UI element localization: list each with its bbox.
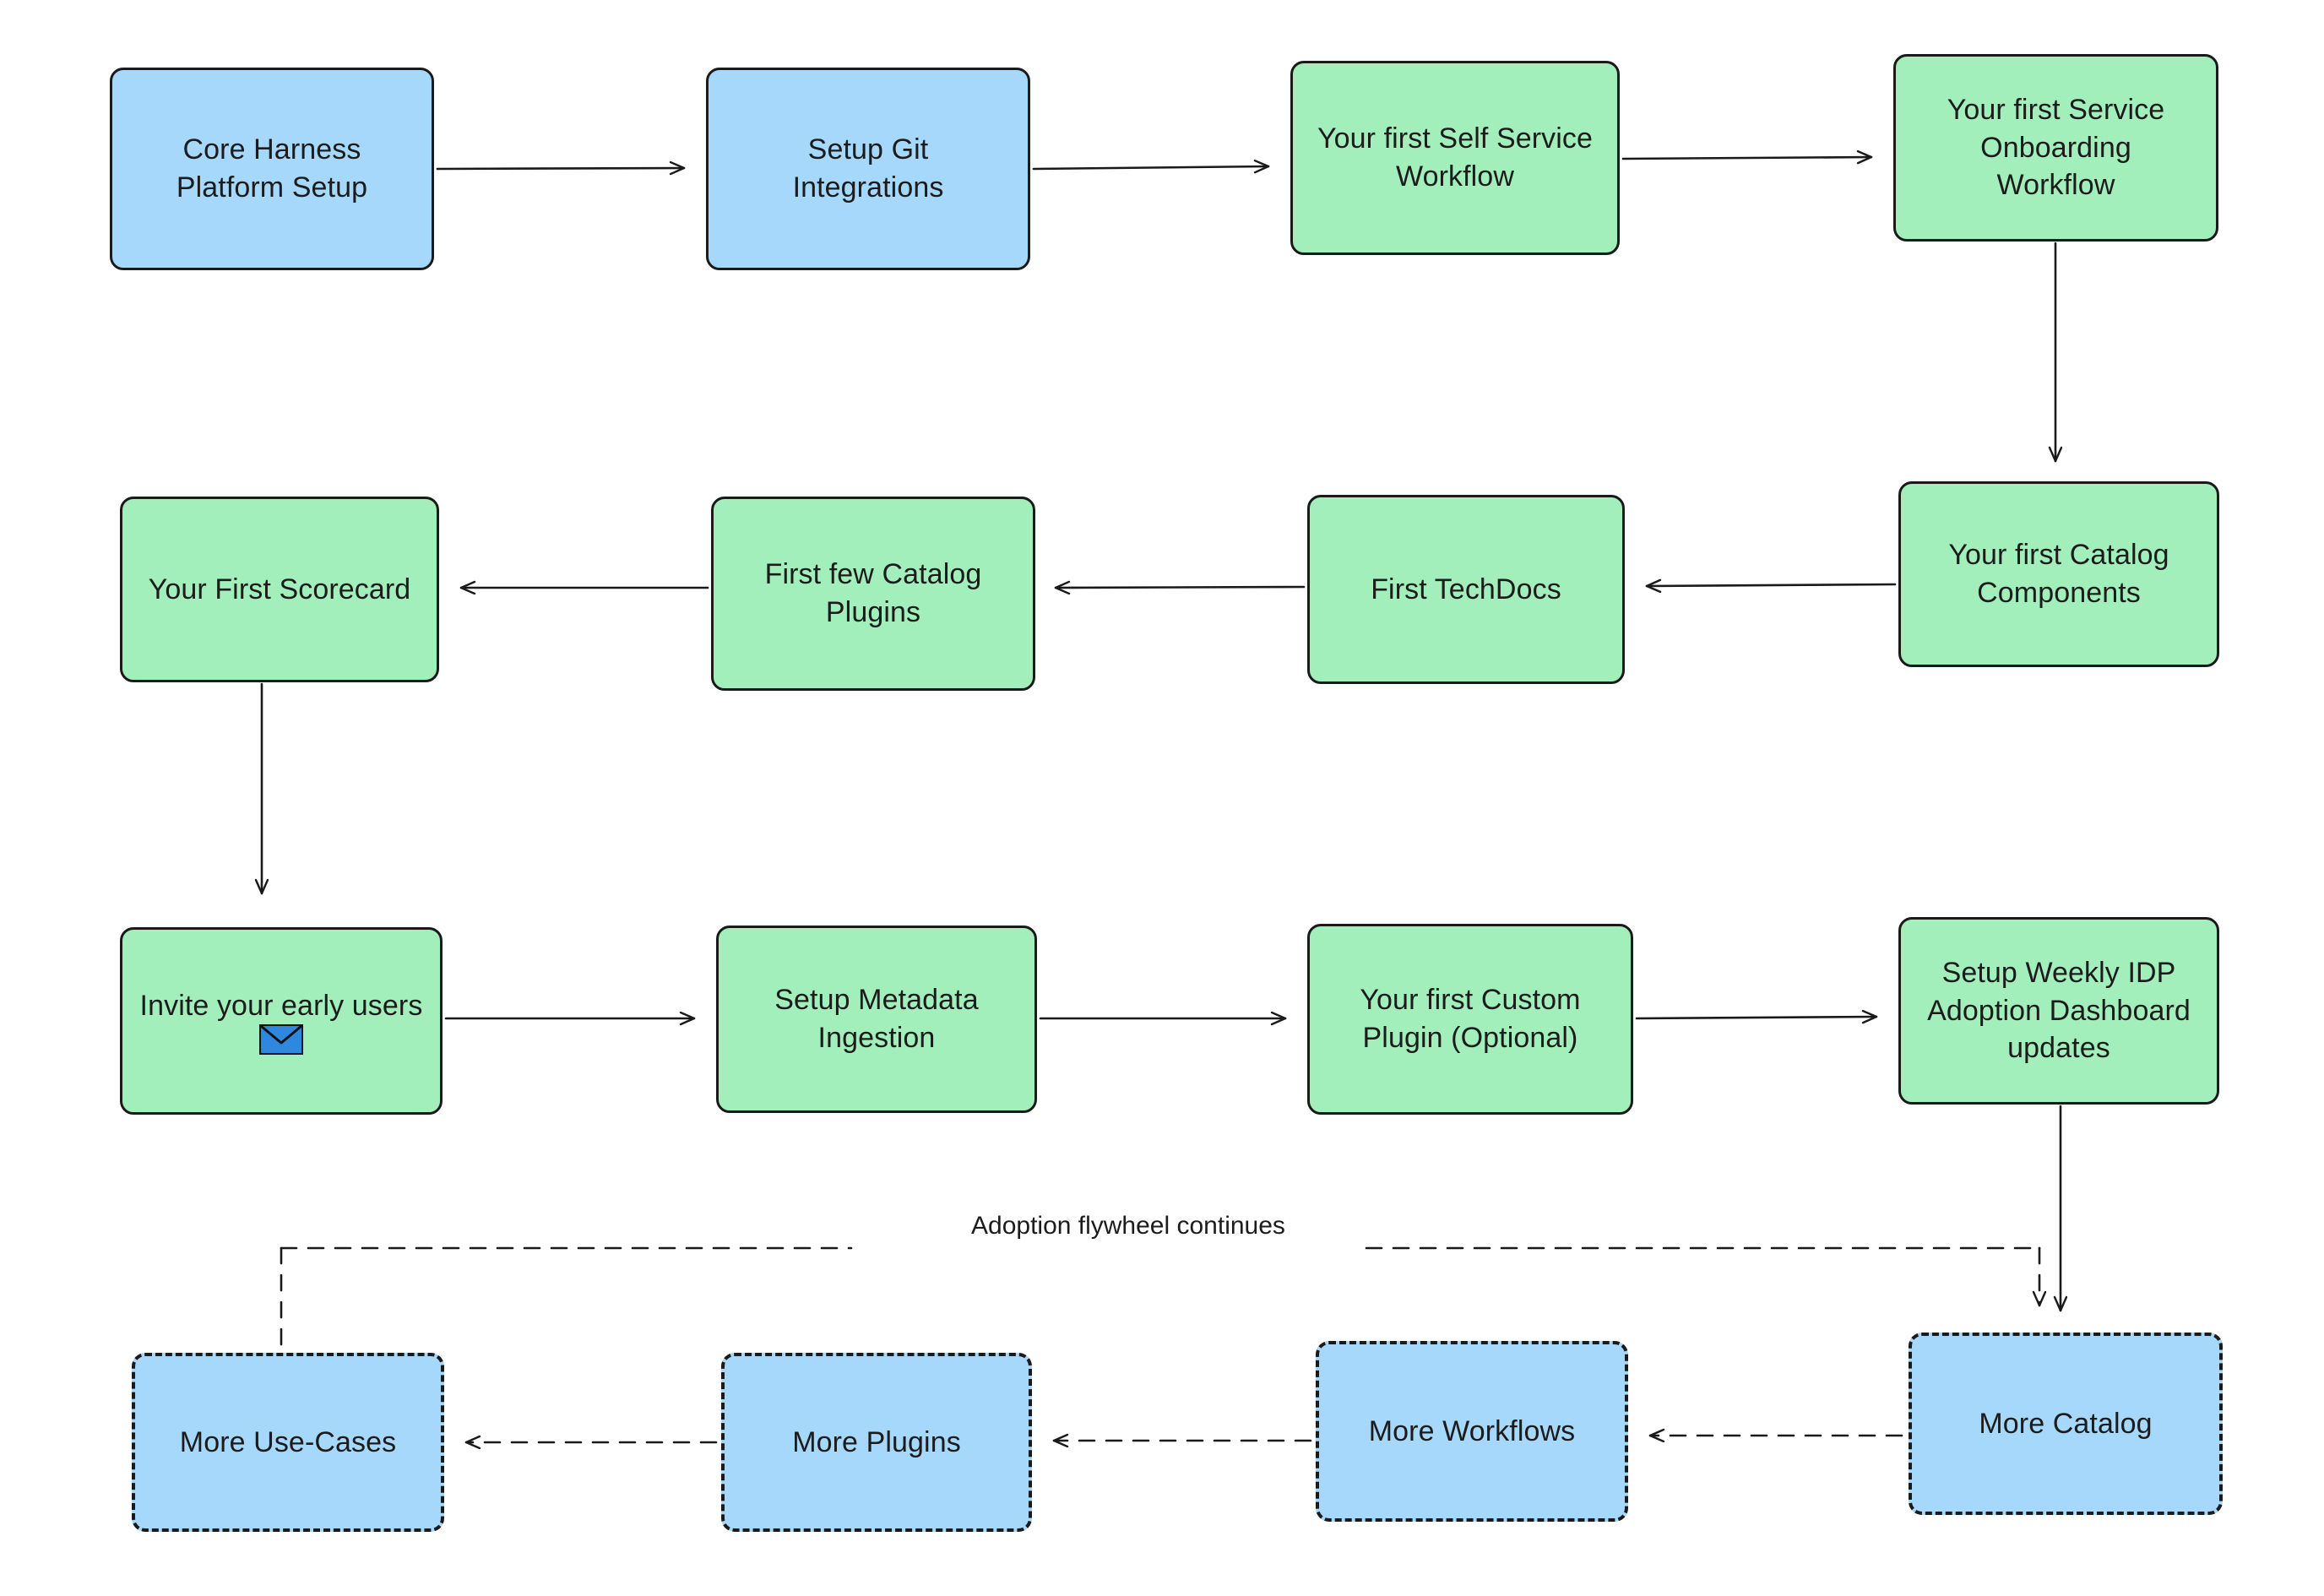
node-label: More Workflows (1368, 1414, 1576, 1447)
node-label: Your first Self Service Workflow (1317, 122, 1594, 193)
node-setup-metadata-ingestion[interactable]: Setup Metadata Ingestion (716, 926, 1037, 1113)
node-label: Invite your early users (139, 989, 423, 1022)
node-label: Setup Weekly IDP Adoption Dashboard upda… (1927, 956, 2191, 1065)
node-setup-weekly-idp-adoption-dashboard-updates[interactable]: Setup Weekly IDP Adoption Dashboard upda… (1898, 917, 2219, 1105)
node-setup-git-integrations[interactable]: Setup Git Integrations (706, 68, 1030, 270)
node-core-harness-platform-setup[interactable]: Core Harness Platform Setup (110, 68, 434, 270)
node-your-first-service-onboarding-workflow[interactable]: Your first Service Onboarding Workflow (1893, 54, 2218, 242)
node-first-few-catalog-plugins[interactable]: First few Catalog Plugins (711, 497, 1035, 691)
node-your-first-scorecard[interactable]: Your First Scorecard (120, 497, 439, 682)
node-label: Setup Metadata Ingestion (774, 984, 979, 1054)
node-label: Your first Catalog Components (1948, 539, 2169, 609)
node-label: More Use-Cases (179, 1425, 397, 1458)
node-label: First TechDocs (1371, 573, 1561, 605)
edge-label-adoption-flywheel-continues: Adoption flywheel continues (963, 1212, 1294, 1240)
edge-label-text: Adoption flywheel continues (971, 1212, 1285, 1240)
node-label: Your first Custom Plugin (Optional) (1360, 984, 1581, 1054)
edge-catalogcomponents-to-techdocs (1645, 584, 1897, 586)
node-your-first-catalog-components[interactable]: Your first Catalog Components (1898, 481, 2219, 667)
node-your-first-custom-plugin[interactable]: Your first Custom Plugin (Optional) (1307, 924, 1633, 1115)
node-more-catalog[interactable]: More Catalog (1909, 1333, 2223, 1515)
node-label: Core Harness Platform Setup (176, 133, 368, 204)
node-more-use-cases[interactable]: More Use-Cases (132, 1353, 444, 1532)
node-inline-content: Invite your early users (134, 987, 428, 1056)
edge-core-to-git (436, 168, 686, 169)
node-label: More Catalog (1979, 1407, 2153, 1440)
edge-selfservice-to-onboarding (1621, 157, 1873, 159)
node-label: Your first Service Onboarding Workflow (1947, 93, 2165, 202)
node-invite-your-early-users[interactable]: Invite your early users (120, 927, 443, 1115)
edge-techdocs-to-catalogplugins (1054, 587, 1306, 588)
node-more-workflows[interactable]: More Workflows (1316, 1341, 1628, 1522)
node-label: Setup Git Integrations (792, 133, 944, 204)
node-first-techdocs[interactable]: First TechDocs (1307, 495, 1625, 684)
node-label: More Plugins (792, 1425, 961, 1458)
node-label: First few Catalog Plugins (764, 558, 982, 628)
node-more-plugins[interactable]: More Plugins (721, 1353, 1032, 1532)
edge-git-to-selfservice (1032, 166, 1270, 169)
node-label: Your First Scorecard (148, 573, 411, 605)
envelope-icon (259, 1024, 303, 1056)
node-your-first-self-service-workflow[interactable]: Your first Self Service Workflow (1290, 61, 1620, 255)
edge-customplugin-to-weeklyidp (1635, 1017, 1878, 1018)
